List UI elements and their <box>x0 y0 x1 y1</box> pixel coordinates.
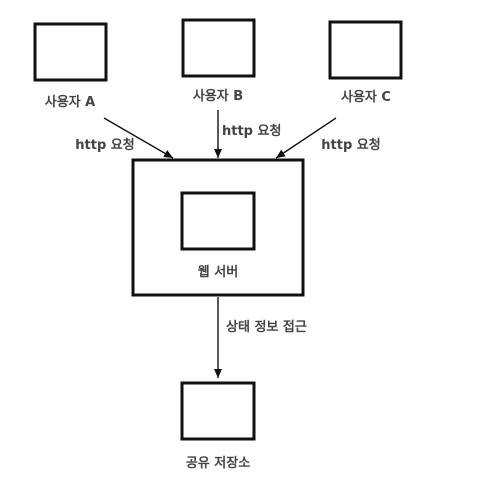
user-b-box <box>181 18 256 78</box>
web-server-inner-box <box>180 191 256 251</box>
user-a-box <box>33 22 108 82</box>
arrow-user-c-to-server <box>275 117 337 159</box>
web-server-label: 웹 서버 <box>198 264 238 280</box>
web-server-node: 웹 서버 <box>131 158 305 297</box>
user-c-box <box>328 20 403 80</box>
edge-label-server-to-storage: 상태 정보 접근 <box>226 319 307 335</box>
user-a-label: 사용자 A <box>45 94 95 110</box>
user-c-label: 사용자 C <box>341 89 391 105</box>
shared-storage-box <box>180 381 256 441</box>
shared-storage-label: 공유 저장소 <box>186 455 250 471</box>
user-b-label: 사용자 B <box>193 88 243 104</box>
user-a-node: 사용자 A <box>33 22 108 110</box>
user-c-node: 사용자 C <box>328 20 403 105</box>
user-b-node: 사용자 B <box>181 18 256 104</box>
shared-storage-node: 공유 저장소 <box>180 381 256 471</box>
edge-label-user-a: http 요청 <box>75 137 134 153</box>
arrow-user-a-to-server <box>103 117 174 159</box>
edge-label-user-b: http 요청 <box>222 123 281 139</box>
edge-label-user-c: http 요청 <box>321 137 380 153</box>
